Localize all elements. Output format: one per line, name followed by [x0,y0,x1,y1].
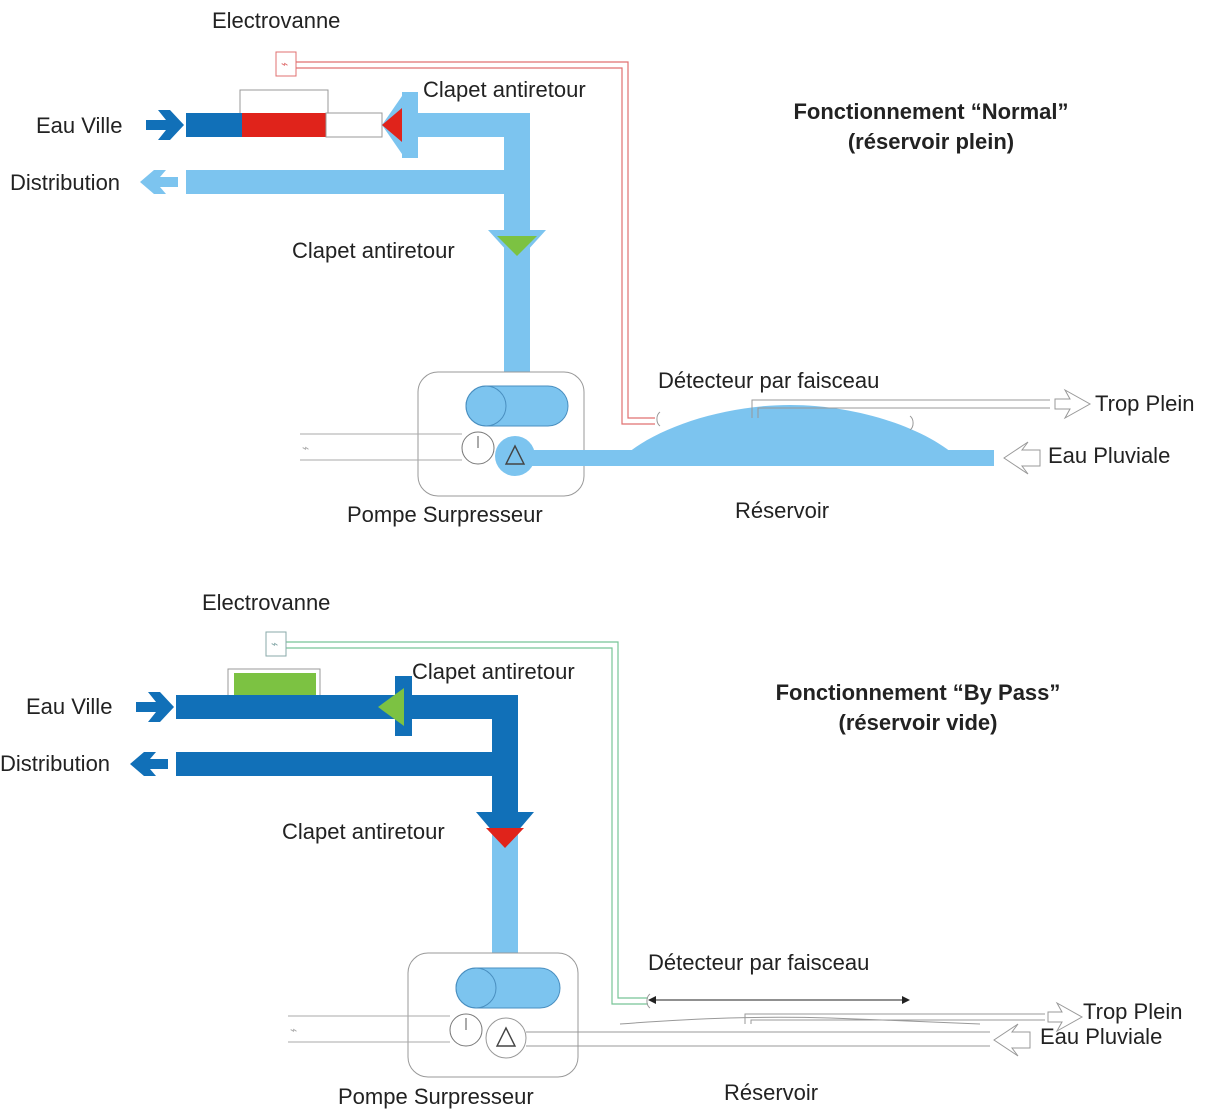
solenoid-body [239,89,329,115]
eau-ville-arrow [136,692,174,722]
reservoir-label: Réservoir [724,1080,818,1105]
pump-triangle-icon [504,444,526,465]
detecteur-label: Détecteur par faisceau [658,368,879,393]
eau-pluviale-label: Eau Pluviale [1048,443,1170,468]
eau-ville-label: Eau Ville [36,113,122,138]
distribution-pipe [186,170,530,194]
pump-triangle-icon [495,1026,517,1047]
detector-emitter [656,411,661,427]
distribution-label: Distribution [0,751,110,776]
detector-receiver [909,415,914,431]
normal-title: Fonctionnement “Normal” [793,99,1068,124]
distribution-label: Distribution [10,170,120,195]
eau-ville-pipe [176,695,516,719]
pump-motor [465,385,569,427]
power-icon: ⌁ [290,1023,297,1037]
clapet-open-icon [378,688,404,726]
electrovanne-wire [278,641,648,999]
electrovanne-box [275,51,297,77]
power-icon: ⌁ [302,441,309,455]
trop-plein-arrow [1047,1001,1084,1033]
eau-ville-pipe [186,113,242,137]
electrovanne-wire [287,67,655,425]
clapet-closed-icon [486,828,524,848]
eau-pluviale-arrow [1003,441,1041,475]
normal-mode-diagram: ⌁ ⌁ [10,8,1194,527]
trop-plein-pipe [750,1019,1045,1024]
bypass-subtitle: (réservoir vide) [839,710,998,735]
normal-subtitle: (réservoir plein) [848,129,1014,154]
trop-plein-arrow [1054,388,1092,420]
electrovanne-label: Electrovanne [202,590,330,615]
electrovanne-icon: ⌁ [271,637,278,651]
clapet-closed-icon [382,108,402,142]
bypass-title: Fonctionnement “By Pass” [776,680,1061,705]
pump-impeller [495,436,535,476]
clapet-top-flange [402,92,418,158]
pipe-segment [325,112,383,138]
pump-impeller [485,1017,527,1059]
clapet-top-label: Clapet antiretour [412,659,575,684]
eau-pluviale-label: Eau Pluviale [1040,1024,1162,1049]
electrovanne-icon: ⌁ [281,57,288,71]
pump-motor-end [455,967,497,1009]
clapet-open-icon [497,236,537,256]
detecteur-label: Détecteur par faisceau [648,950,869,975]
electrovanne-label: Electrovanne [212,8,340,33]
solenoid-valve-open [234,673,316,697]
detector-emitter [646,993,651,1009]
distribution-pipe [176,752,518,776]
eau-pluviale-arrow [993,1023,1031,1057]
eau-ville-arrow [146,110,184,140]
beam-arrow-left-icon [648,996,656,1004]
beam-arrow-right-icon [902,996,910,1004]
electrovanne-box [265,631,287,657]
electrovanne-wire [287,61,655,419]
solenoid-valve-closed [242,113,326,137]
trop-plein-pipe [757,407,1050,418]
reservoir-water [620,405,960,460]
trop-plein-label: Trop Plein [1095,391,1194,416]
trop-plein-label: Trop Plein [1083,999,1182,1024]
distribution-arrow [130,752,168,776]
bypass-mode-diagram: ⌁ ⌁ [0,590,1182,1109]
pump-motor [455,967,561,1009]
trop-plein-pipe [744,1013,1045,1024]
pompe-label: Pompe Surpresseur [338,1084,534,1109]
reservoir-label: Réservoir [735,498,829,523]
pompe-label: Pompe Surpresseur [347,502,543,527]
reservoir-empty [619,1016,981,1025]
clapet-mid-label: Clapet antiretour [292,238,455,263]
clapet-mid-label: Clapet antiretour [282,819,445,844]
pump-motor-end [465,385,507,427]
electrovanne-wire [278,647,648,1005]
clapet-top-label: Clapet antiretour [423,77,586,102]
distribution-arrow [140,170,178,194]
trop-plein-pipe [751,399,1050,418]
eau-ville-label: Eau Ville [26,694,112,719]
